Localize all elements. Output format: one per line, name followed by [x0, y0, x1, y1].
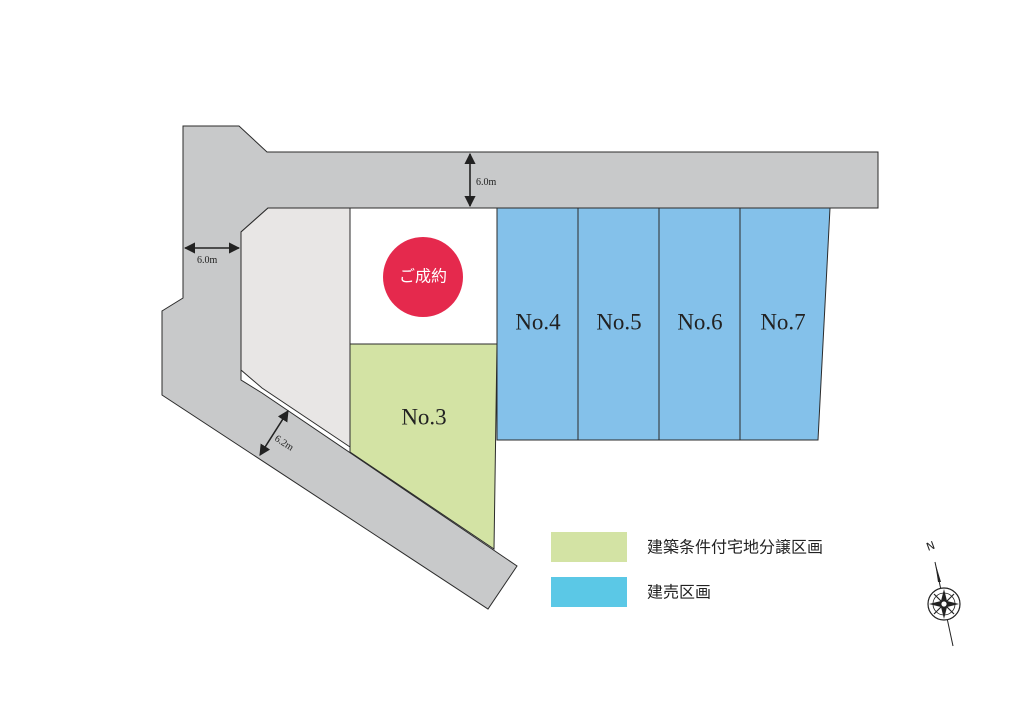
roads [161, 125, 879, 610]
lot-no3[interactable] [349, 343, 498, 550]
legend-label-ready-built: 建売区画 [647, 583, 711, 602]
lot-no3-label: No.3 [401, 404, 446, 429]
compass-rose-icon: N [925, 539, 961, 647]
legend-swatch-conditional [551, 532, 627, 562]
road-network [161, 125, 879, 610]
lot-no6-label: No.6 [677, 309, 722, 334]
compass-north-label: N [925, 539, 937, 554]
lots [240, 207, 831, 550]
dimension-west-road: 6.0m [183, 242, 241, 266]
north-road-width-label: 6.0m [476, 177, 497, 188]
west-road-width-label: 6.0m [197, 255, 218, 266]
legend-label-conditional: 建築条件付宅地分譲区画 [647, 538, 823, 557]
lot-no7[interactable] [739, 207, 831, 441]
lot-no4-label: No.4 [515, 309, 561, 334]
dimension-north-road: 6.0m [464, 152, 497, 208]
legend: 建築条件付宅地分譲区画 建売区画 [551, 532, 823, 607]
sold-badge: ご成約 [383, 237, 463, 317]
sold-badge-label: ご成約 [399, 267, 447, 286]
lot-no7-label: No.7 [760, 309, 805, 334]
legend-swatch-ready-built [551, 577, 627, 607]
lot-no5-label: No.5 [596, 309, 641, 334]
sold-badge-circle [383, 237, 463, 317]
